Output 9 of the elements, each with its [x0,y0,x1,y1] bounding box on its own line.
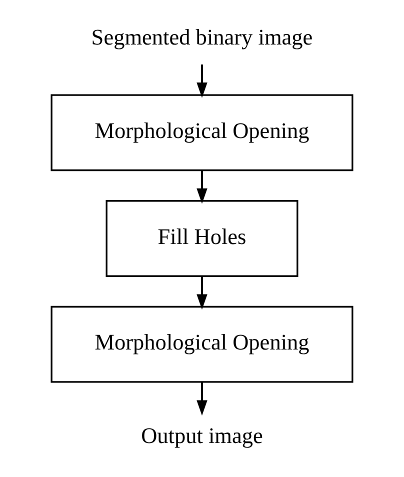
arrow [196,382,208,416]
arrow [196,170,208,204]
node-text: Segmented binary image [91,24,313,50]
arrow [196,276,208,310]
node-text: Output image [141,422,263,448]
node-box: Morphological Opening [50,306,354,383]
arrow [196,64,208,98]
node-box: Morphological Opening [50,94,354,172]
node-box: Fill Holes [106,200,298,277]
